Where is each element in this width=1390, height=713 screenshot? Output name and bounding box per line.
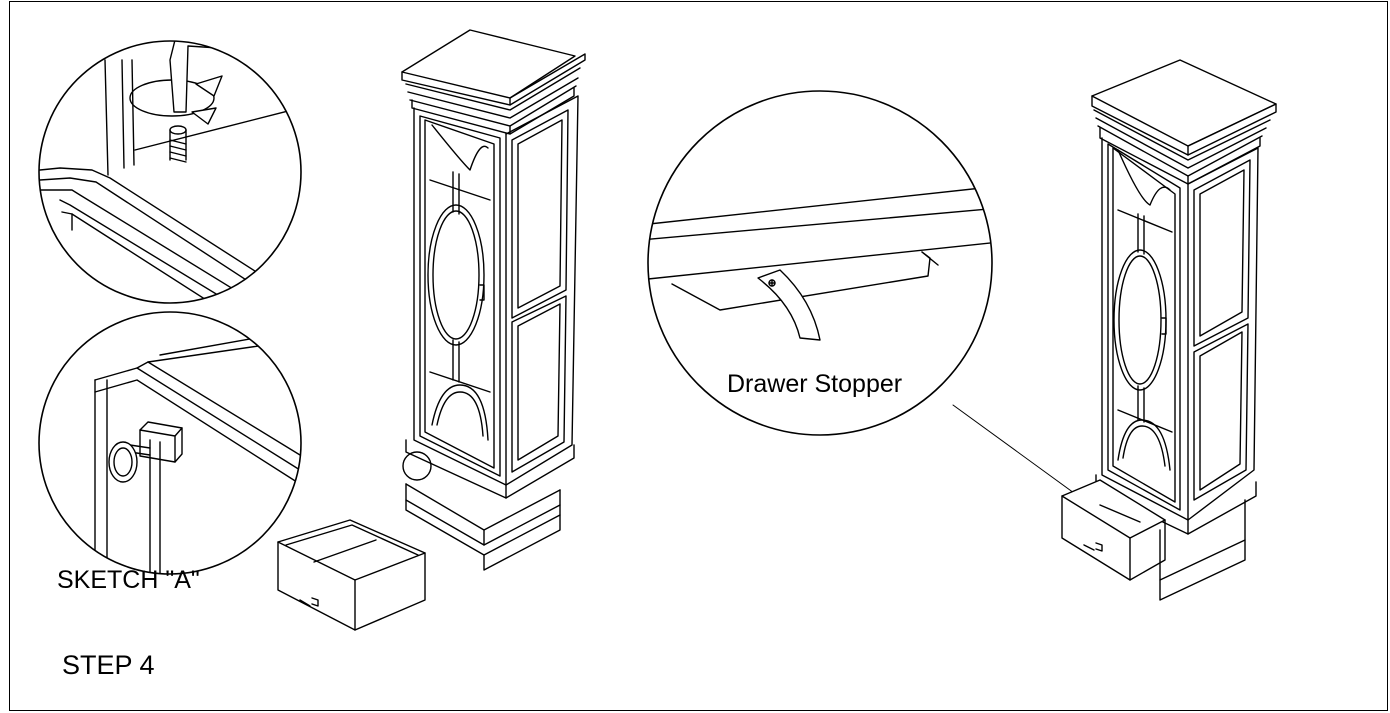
detail-circle-drawer-stopper	[647, 90, 993, 436]
detail-circle-knob	[38, 311, 302, 575]
left-cabinet	[401, 29, 586, 571]
sketch-a-label: SKETCH "A"	[57, 566, 200, 594]
loose-drawer	[277, 519, 426, 631]
sketch-a-indicator	[402, 451, 432, 481]
detail-circle-hex-key	[38, 40, 302, 304]
drawer-stopper-label: Drawer Stopper	[727, 370, 903, 398]
right-cabinet	[1061, 59, 1277, 601]
step-label: STEP 4	[62, 650, 155, 680]
figure-frame	[9, 1, 1388, 711]
